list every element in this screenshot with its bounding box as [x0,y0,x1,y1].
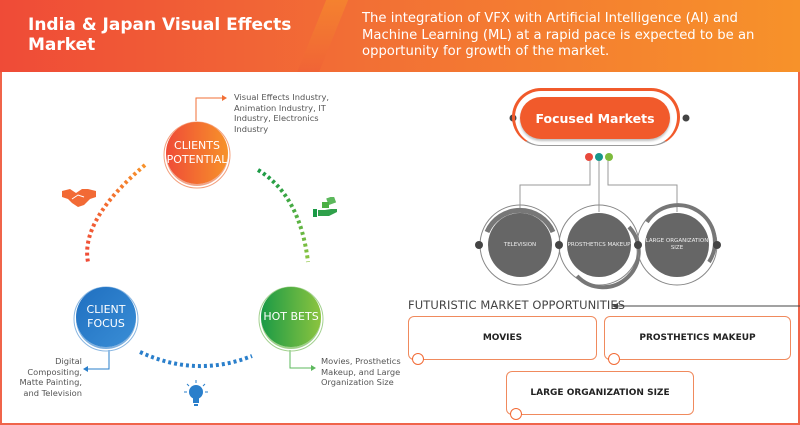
header-description: The integration of VFX with Artificial I… [362,11,755,59]
market-large-organization-size: LARGE ORGANIZATION SIZE [645,213,709,277]
futuristic-title: FUTURISTIC MARKET OPPORTUNITIES [408,298,626,312]
opportunity-movies: MOVIES [408,316,597,360]
arc-focus-to-hot [139,350,253,369]
focused-dot-teal [595,153,603,161]
opportunity-knob [412,353,424,365]
header-banner: India & Japan Visual Effects Market The … [0,0,800,72]
focused-dot-red [585,153,593,161]
focused-dot-green [605,153,613,161]
clients-potential-description: Visual Effects Industry, Animation Indus… [234,92,330,134]
opportunity-knob [608,353,620,365]
opportunity-label: LARGE ORGANIZATION SIZE [530,388,670,398]
opportunity-large-organization-size: LARGE ORGANIZATION SIZE [506,371,694,415]
hot-bets-description: Movies, Prosthetics Makeup, and Large Or… [321,356,401,387]
focused-markets-title: Focused Markets [520,97,670,139]
node-client-focus: CLIENT FOCUS [76,287,136,347]
client-focus-description: Digital Compositing, Matte Painting, and… [19,356,83,398]
money-hand-icon [313,197,337,217]
market-television: TELEVISION [488,213,552,277]
arc-clients-to-hot [256,168,310,263]
clients-callout-line [195,97,222,121]
market-side-dots [475,241,721,249]
handshake-icon [62,189,96,207]
lightbulb-icon [184,380,208,406]
focused-markets-frame [512,88,680,146]
market-prosthetics-makeup: PROSTHETICS MAKEUP [567,213,631,277]
opportunity-label: MOVIES [482,333,523,343]
opportunity-prosthetics-makeup: PROSTHETICS MAKEUP [604,316,791,360]
arc-clients-to-focus [85,163,147,263]
focused-connectors [519,161,678,212]
hot-callout-line [289,350,311,369]
opportunity-label: PROSTHETICS MAKEUP [639,333,756,343]
node-clients-potential: CLIENTS POTENTIAL [166,122,228,184]
focus-callout-line [88,350,110,370]
opportunity-knob [510,408,522,420]
node-hot-bets: HOT BETS [261,287,321,347]
page-title: India & Japan Visual Effects Market [28,15,292,55]
